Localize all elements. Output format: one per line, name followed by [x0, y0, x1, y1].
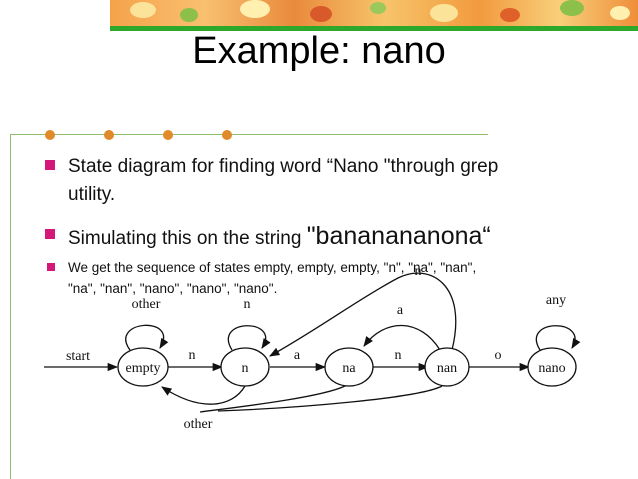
edge-label-empty-n: n: [189, 348, 196, 363]
edge-label-n-na: a: [294, 348, 301, 363]
state-label-empty: empty: [126, 361, 161, 376]
edge-label-nan-na: a: [397, 303, 404, 318]
loop-label-empty: other: [132, 297, 161, 312]
state-label-nan: nan: [437, 361, 457, 376]
edge-label-na-nan: n: [395, 348, 402, 363]
loop-empty: [126, 325, 164, 350]
loop-n: [228, 326, 265, 350]
edge-label-nan-n: n: [415, 264, 422, 279]
loop-label-n: n: [244, 297, 251, 312]
start-label: start: [66, 349, 90, 364]
edge-n-empty: [162, 386, 245, 404]
state-label-n: n: [242, 361, 249, 376]
loop-nano: [536, 326, 575, 350]
state-label-na: na: [342, 361, 356, 376]
edge-label-other: other: [184, 417, 213, 432]
loop-label-nano: any: [546, 293, 566, 308]
state-label-nano: nano: [538, 361, 565, 376]
edge-nan-na: [364, 325, 440, 350]
edge-label-nan-nano: o: [495, 348, 502, 363]
edge-nan-n: [270, 273, 456, 356]
